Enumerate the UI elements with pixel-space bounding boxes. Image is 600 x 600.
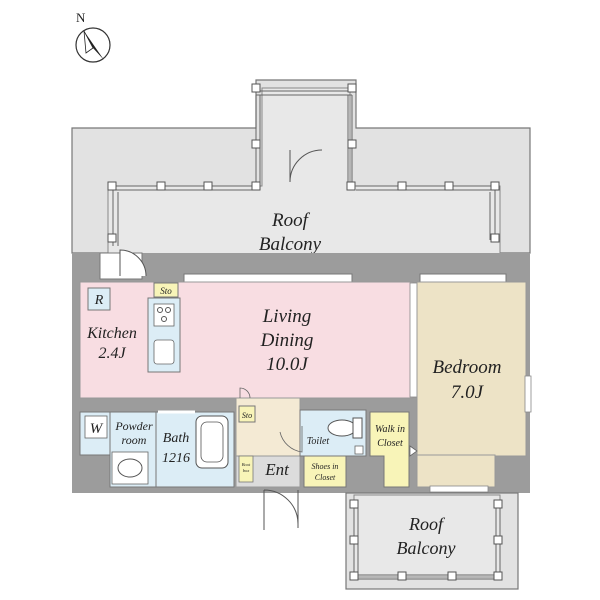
boot-box-label-2: box [243, 468, 250, 473]
bath-name: Bath [163, 431, 189, 446]
roof-balcony-bottom-label-1: Roof [408, 514, 446, 534]
walk-in-closet-label-2: Closet [377, 438, 403, 449]
roof-balcony-bottom: Roof Balcony [345, 492, 519, 590]
roof-balcony-top: Roof Balcony [71, 79, 531, 277]
fridge-label: R [94, 293, 104, 308]
boot-box [238, 455, 254, 483]
bedroom-lower [416, 454, 496, 488]
living-size: 10.0J [266, 354, 309, 375]
roof-balcony-bottom-floor [353, 494, 501, 578]
closet-door-arrow-icon [409, 445, 418, 457]
bathtub-inner [200, 421, 224, 463]
washer-icon [84, 415, 108, 439]
bedroom-area [416, 281, 527, 457]
washer-label: W [90, 421, 104, 437]
entry-storage [238, 405, 256, 423]
shoes-closet-label-2: Closet [315, 473, 336, 482]
entry-door-swing [263, 489, 299, 530]
living-dining-area [79, 281, 414, 399]
basin-icon [117, 458, 143, 478]
toilet-shelf [354, 445, 364, 455]
toilet-door-swing [279, 426, 303, 453]
shoes-closet-label-1: Shoes in [312, 462, 339, 471]
bath-size: 1216 [162, 451, 190, 466]
toilet-bowl-icon [327, 419, 357, 437]
powder-room-label-2: room [122, 433, 147, 447]
kitchen-size: 2.4J [98, 345, 126, 362]
entrance-name: Ent [264, 460, 290, 479]
kitchen-name: Kitchen [86, 325, 137, 342]
toilet-name: Toilet [307, 436, 330, 447]
roof-balcony-top-label-2: Balcony [259, 234, 322, 255]
walk-in-closet [369, 411, 410, 488]
kitchen-storage [153, 282, 179, 298]
shoes-closet [303, 455, 347, 488]
fridge-icon [87, 287, 111, 311]
roof-balcony-bottom-label-2: Balcony [397, 538, 456, 558]
bedroom-size: 7.0J [451, 382, 485, 403]
sink-icon [153, 339, 175, 365]
kitchen-storage-label: Sto [160, 286, 172, 296]
stove-icon [153, 303, 175, 327]
toilet-tank-icon [352, 417, 363, 439]
kitchen-balcony-door-swing [119, 249, 147, 277]
living-bedroom-sliding-door [409, 282, 418, 398]
entry-storage-label: Sto [242, 411, 252, 420]
compass-north-label: N [76, 10, 86, 25]
boot-box-label-1: Boot [242, 462, 251, 467]
hall-door-swing [239, 387, 251, 399]
living-label-1: Living [262, 306, 312, 327]
bathtub-icon [195, 415, 229, 469]
bedroom-window [524, 375, 532, 413]
powder-room-label-1: Powder [114, 419, 153, 433]
bedroom-name: Bedroom [433, 357, 502, 378]
roof-balcony-top-label-1: Roof [271, 210, 311, 231]
walk-in-closet-label-1: Walk in [375, 424, 405, 435]
bedroom-bottom-window [429, 485, 489, 493]
balcony-posts [107, 83, 500, 243]
living-label-2: Dining [260, 330, 314, 351]
compass-needle-icon [84, 31, 104, 60]
compass-needle-tail [83, 30, 94, 54]
compass: N [75, 10, 111, 63]
